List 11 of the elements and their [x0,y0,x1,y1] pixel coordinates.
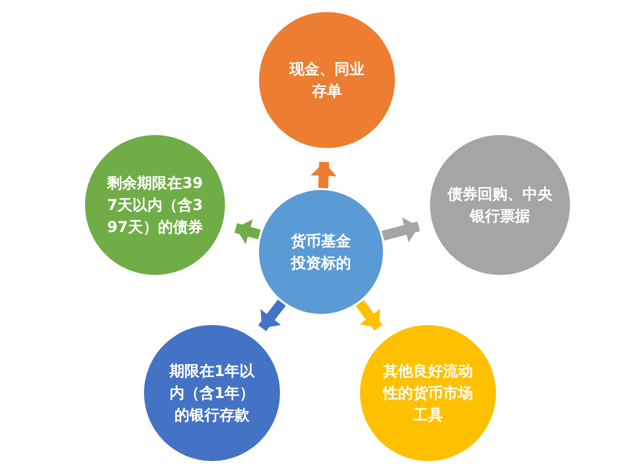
node-label: 其他良好流动性的货币市场工具 [382,361,474,426]
block-arrow [258,300,286,332]
node-label: 现金、同业存单 [289,59,365,102]
node-label: 剩余期限在397天以内（含397天）的债券 [107,173,203,238]
block-arrow [356,300,382,331]
block-arrow [234,219,261,244]
block-arrow [382,217,420,242]
node-label: 债券回购、中央银行票据 [446,184,554,227]
node-label: 期限在1年以内（含1年）的银行存款 [168,361,256,426]
block-arrow [310,162,337,188]
node-label: 货币基金投资标的 [290,231,352,274]
